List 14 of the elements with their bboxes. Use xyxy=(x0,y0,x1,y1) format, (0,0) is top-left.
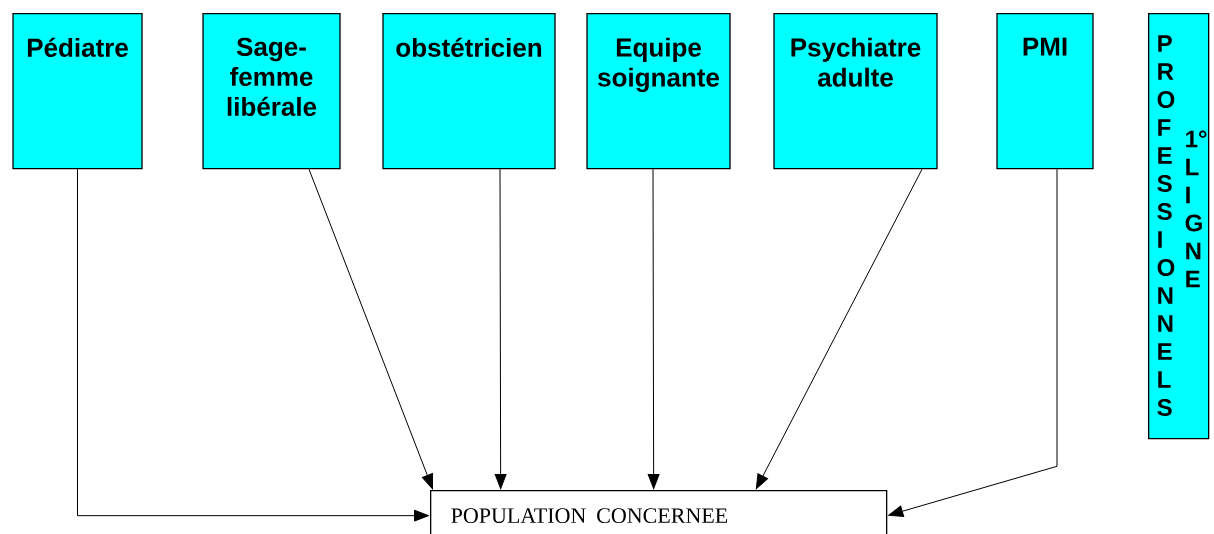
population-box: POPULATION CONCERNEE xyxy=(430,490,888,534)
arrow xyxy=(755,168,923,490)
arrow xyxy=(888,168,1058,517)
arrow xyxy=(77,168,430,522)
vertical-label-box: PROFESSIONNELS 1° LIGNE xyxy=(1148,13,1210,440)
professional-box: Pédiatre xyxy=(12,13,143,170)
arrow xyxy=(647,168,660,490)
arrow xyxy=(308,168,433,490)
arrow xyxy=(494,168,507,490)
professional-box: obstétricien xyxy=(382,13,556,170)
professional-box: Equipe soignante xyxy=(586,13,731,170)
professional-box: Sage-femme libérale xyxy=(202,13,341,170)
professional-box: PMI xyxy=(996,13,1094,170)
professional-box: Psychiatre adulte xyxy=(773,13,938,170)
